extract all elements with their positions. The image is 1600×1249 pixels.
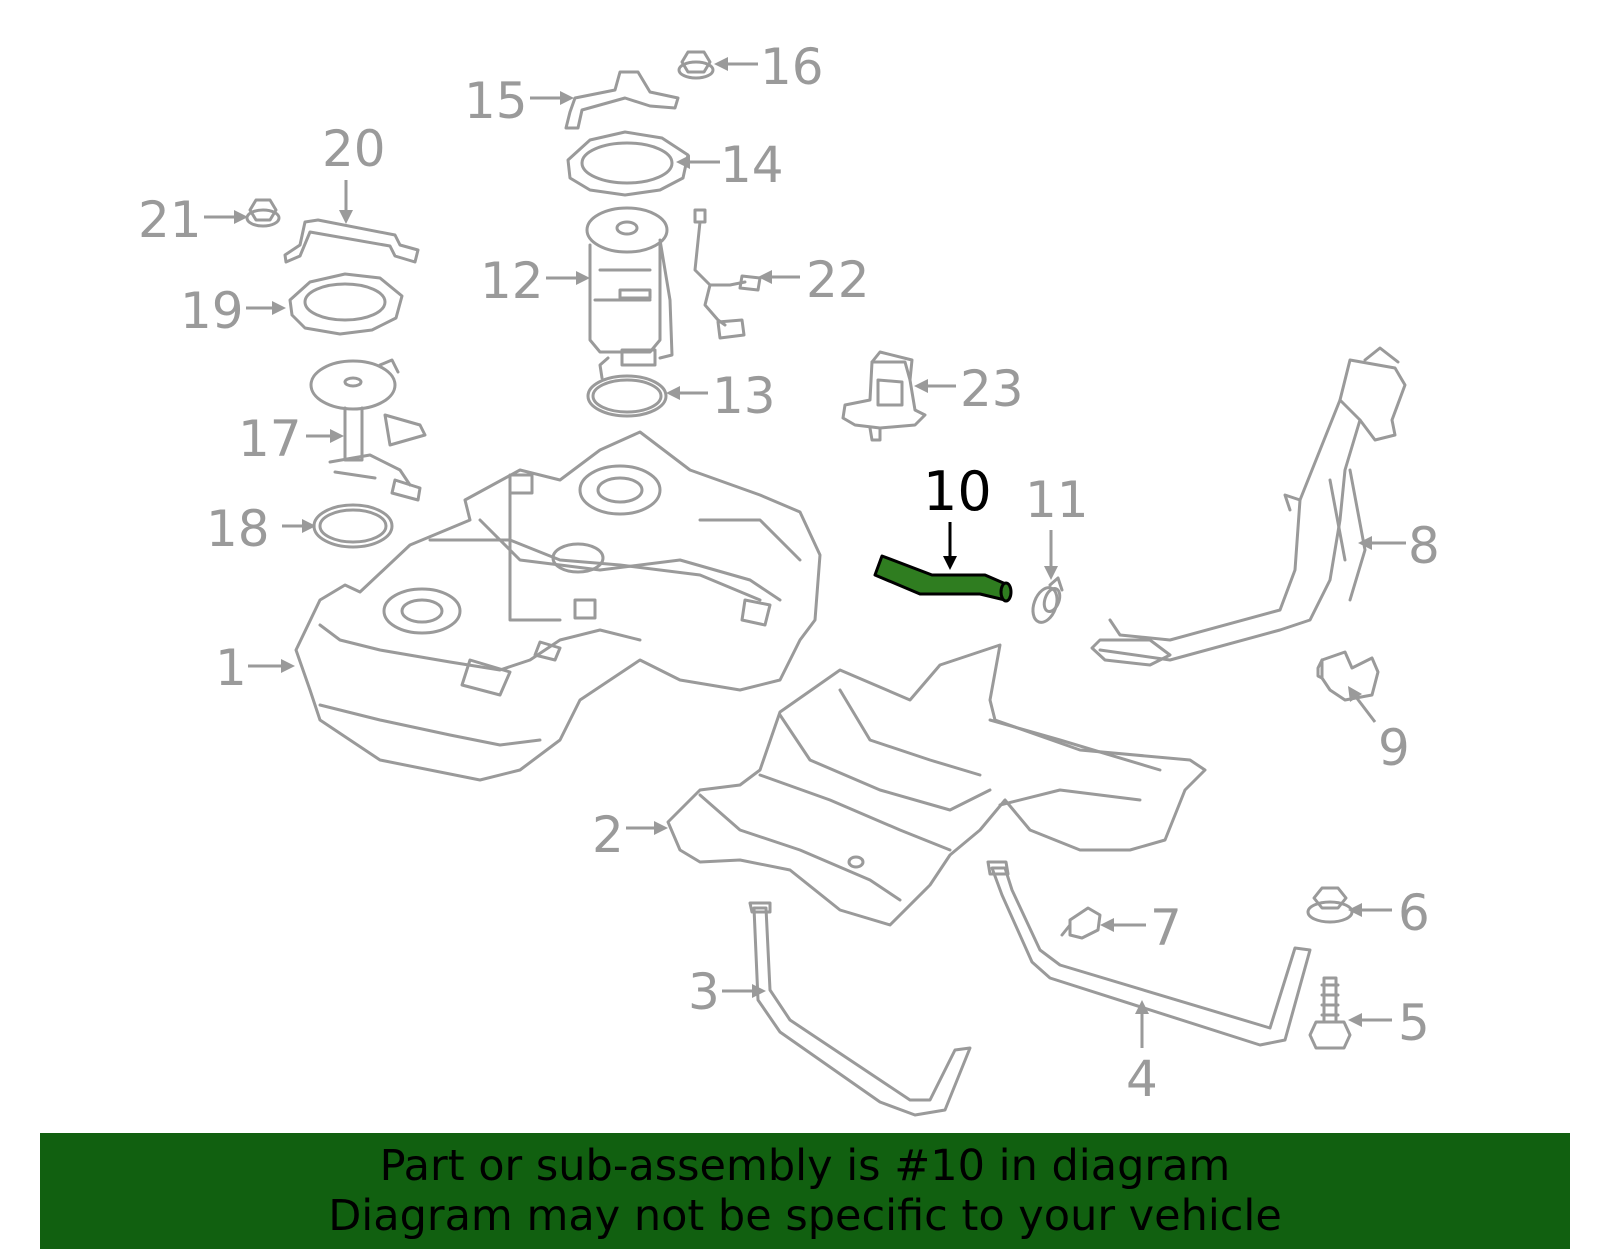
svg-text:19: 19 xyxy=(180,282,244,340)
part-4-strap xyxy=(986,860,1312,1047)
callout-4: 4 xyxy=(1126,1000,1158,1108)
callout-19: 19 xyxy=(180,282,286,340)
svg-text:14: 14 xyxy=(720,136,784,194)
callout-11: 11 xyxy=(1025,471,1089,580)
svg-text:8: 8 xyxy=(1408,517,1440,575)
part-17-sender xyxy=(309,358,427,502)
svg-text:11: 11 xyxy=(1025,471,1089,529)
callout-6: 6 xyxy=(1348,884,1430,942)
callout-15: 15 xyxy=(464,72,574,130)
svg-text:4: 4 xyxy=(1126,1050,1158,1108)
svg-text:6: 6 xyxy=(1398,884,1430,942)
part-15-bracket xyxy=(564,70,680,130)
svg-text:12: 12 xyxy=(480,252,544,310)
part-13-gasket xyxy=(586,374,668,418)
part-23-vapor-valve xyxy=(841,350,927,442)
part-21-nut xyxy=(245,198,281,228)
callout-5: 5 xyxy=(1348,994,1430,1052)
svg-text:16: 16 xyxy=(760,38,824,96)
part-10-hose-highlighted xyxy=(873,554,1013,603)
callout-13: 13 xyxy=(666,367,776,425)
callout-2: 2 xyxy=(592,806,668,864)
svg-text:18: 18 xyxy=(206,500,270,558)
callout-17: 17 xyxy=(238,410,344,468)
callout-16: 16 xyxy=(714,38,824,96)
svg-text:21: 21 xyxy=(138,191,202,249)
svg-text:5: 5 xyxy=(1398,994,1430,1052)
banner-line-2: Diagram may not be specific to your vehi… xyxy=(328,1191,1282,1241)
part-2-heat-shield xyxy=(666,643,1207,927)
part-7-clip xyxy=(1060,906,1102,940)
callout-23: 23 xyxy=(914,360,1024,418)
part-16-nut xyxy=(677,50,715,80)
part-11-clamp xyxy=(1031,576,1064,624)
callout-12: 12 xyxy=(480,252,590,310)
svg-text:23: 23 xyxy=(960,360,1024,418)
svg-text:22: 22 xyxy=(806,251,870,309)
svg-text:9: 9 xyxy=(1378,719,1410,777)
part-12-fuel-pump xyxy=(585,206,674,380)
part-20-bracket xyxy=(283,218,420,264)
callout-21: 21 xyxy=(138,191,248,249)
part-22-wire-harness xyxy=(693,208,762,340)
banner-line-1: Part or sub-assembly is #10 in diagram xyxy=(379,1141,1231,1191)
part-8-filler-pipe xyxy=(1090,346,1407,667)
callout-8: 8 xyxy=(1358,517,1440,575)
part-6-nut xyxy=(1306,886,1354,924)
svg-text:13: 13 xyxy=(712,367,776,425)
callout-7: 7 xyxy=(1100,899,1182,957)
callout-22: 22 xyxy=(758,251,870,309)
part-14-lock-ring xyxy=(566,130,690,197)
svg-text:15: 15 xyxy=(464,72,528,130)
info-banner: Part or sub-assembly is #10 in diagram D… xyxy=(40,1133,1570,1249)
part-3-strap xyxy=(748,901,972,1117)
callout-20: 20 xyxy=(322,120,386,224)
part-9-bracket xyxy=(1316,650,1380,702)
callout-3: 3 xyxy=(688,963,766,1021)
svg-text:1: 1 xyxy=(215,639,247,697)
callout-1: 1 xyxy=(215,639,295,697)
svg-text:20: 20 xyxy=(322,120,386,178)
part-1-fuel-tank xyxy=(294,430,822,782)
svg-text:3: 3 xyxy=(688,963,720,1021)
callout-14: 14 xyxy=(676,136,784,194)
svg-text:17: 17 xyxy=(238,410,302,468)
part-18-gasket xyxy=(312,503,394,549)
svg-text:2: 2 xyxy=(592,806,624,864)
part-5-bolt xyxy=(1308,976,1352,1050)
svg-text:10: 10 xyxy=(923,460,992,523)
part-19-lock-ring xyxy=(288,272,404,336)
callout-9: 9 xyxy=(1348,686,1410,777)
callout-10-highlighted: 10 xyxy=(923,460,992,570)
callout-18: 18 xyxy=(206,500,316,558)
svg-text:7: 7 xyxy=(1150,899,1182,957)
